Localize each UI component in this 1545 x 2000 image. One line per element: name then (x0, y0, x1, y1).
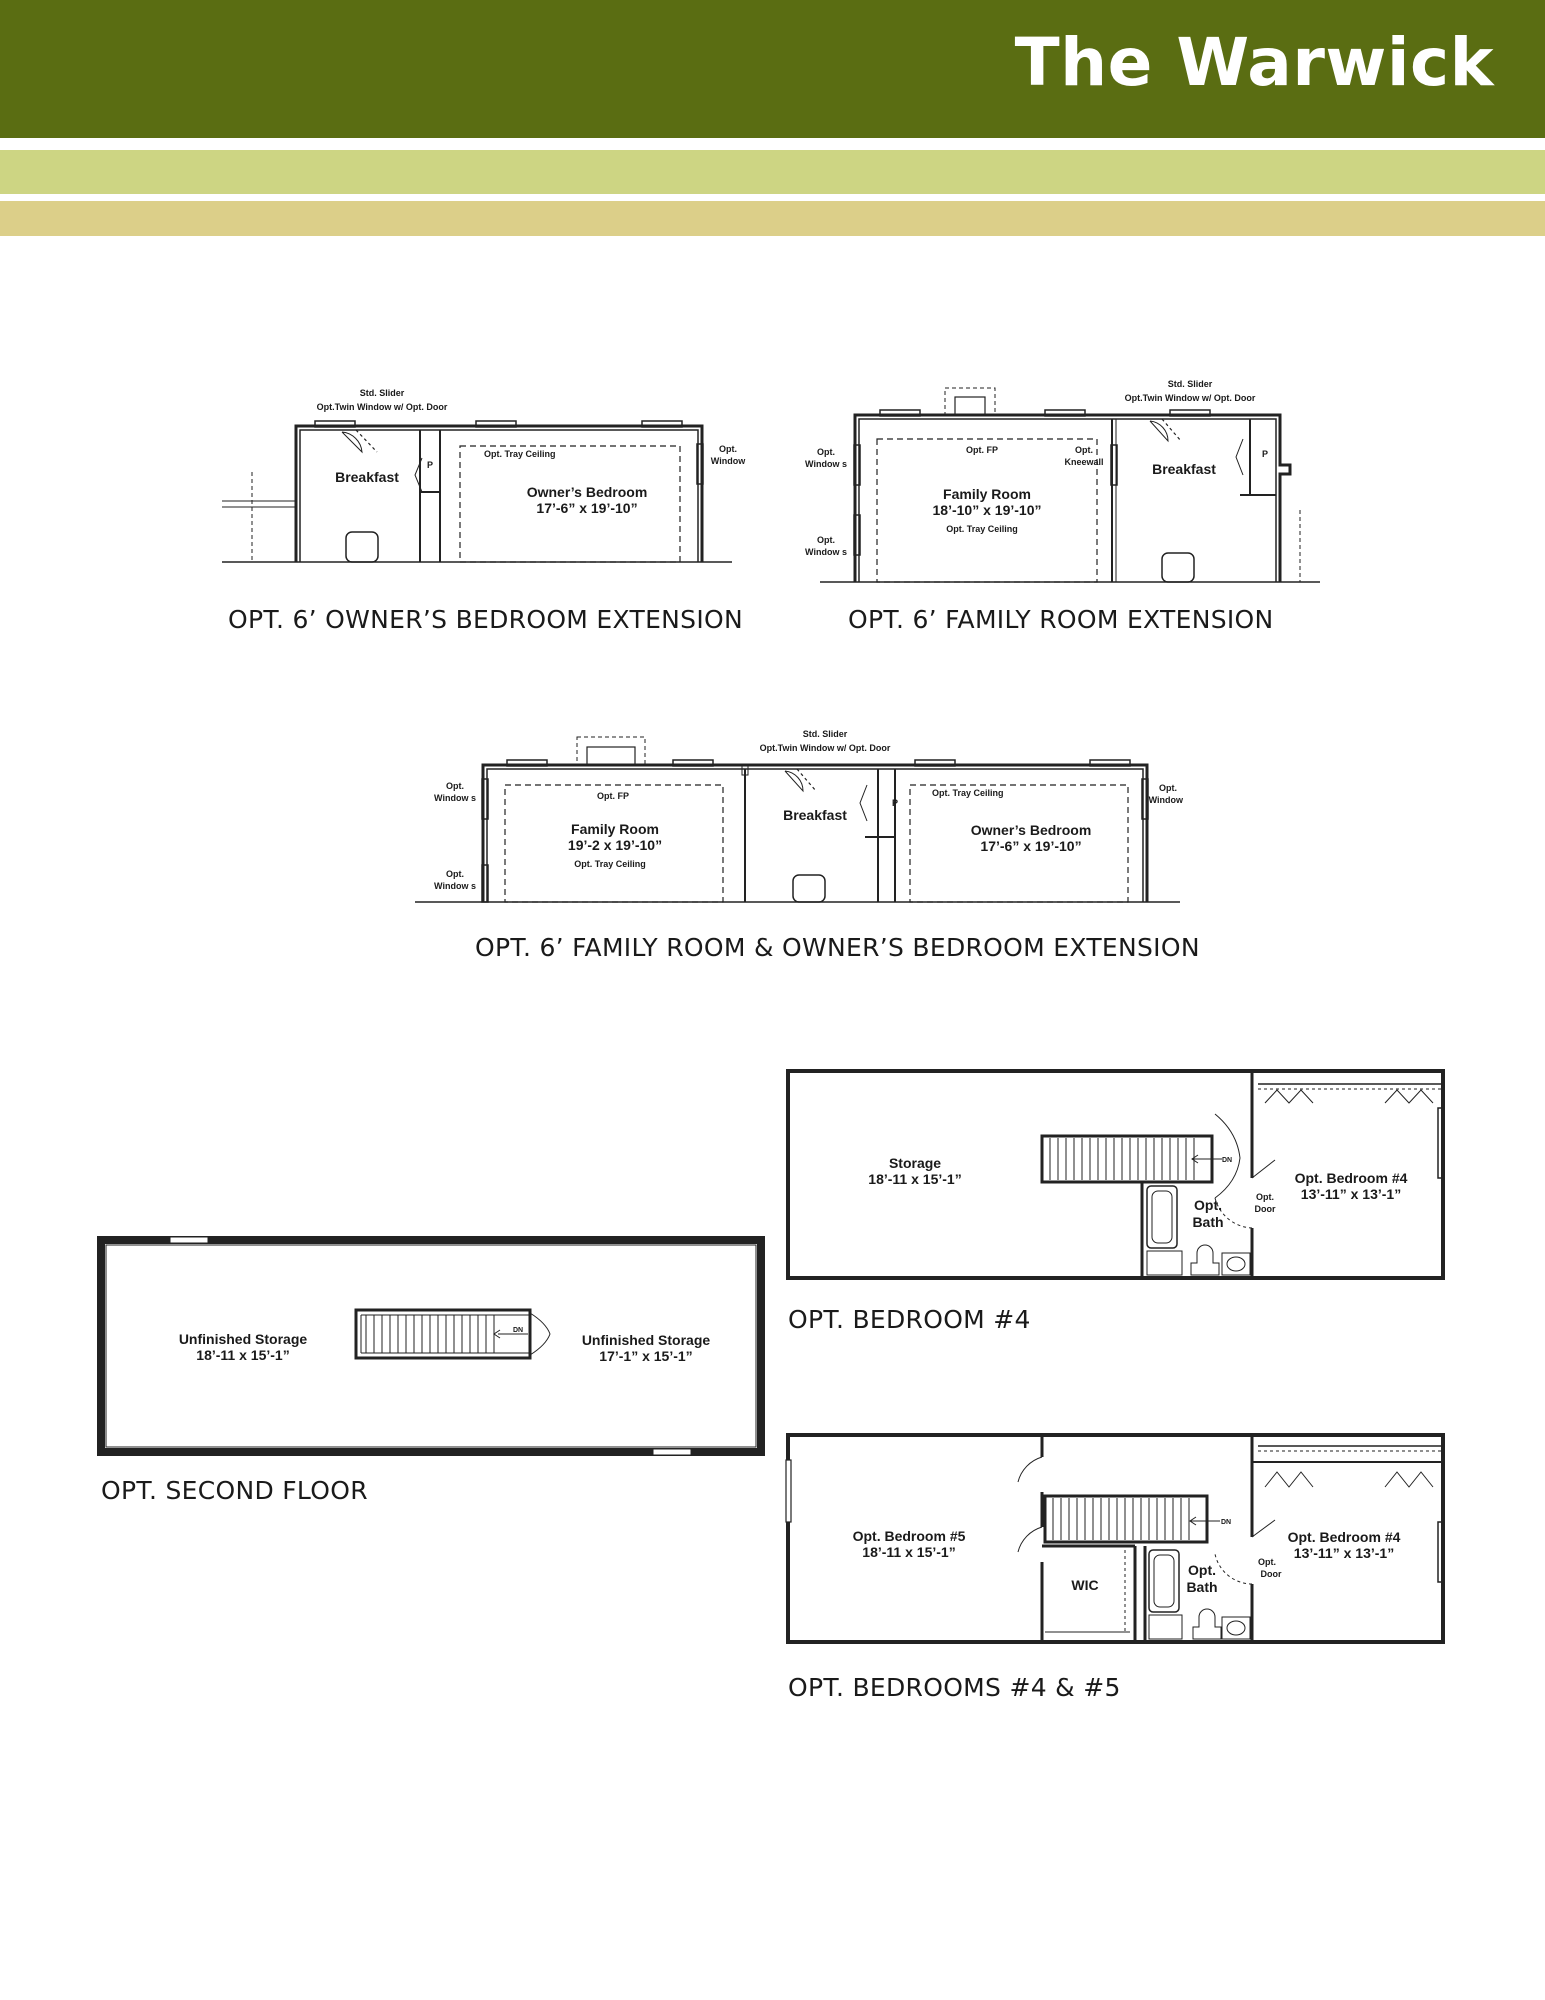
bedroom-4-dims: 13’-11” x 13’-1” (1301, 1186, 1401, 1202)
bedroom-5-dims: 18’-11 x 15’-1” (862, 1544, 955, 1560)
family-extension-caption: OPT. 6’ FAMILY ROOM EXTENSION (848, 605, 1274, 634)
bedrooms-4-and-5-plan: Opt. Bedroom #5 18’-11 x 15’-1” WIC DN O… (785, 1433, 1445, 1644)
opt-window-line-1: Opt. (1159, 783, 1177, 793)
bedroom-4-plan: Storage 18’-11 x 15’-1” DN Opt. Bath Opt… (786, 1069, 1445, 1280)
opt-windows-lower-line-1: Opt. (446, 869, 464, 879)
opt-windows-upper-line-1: Opt. (817, 447, 835, 457)
opt-door-line-1: Opt. (1256, 1192, 1274, 1202)
opt-kneewall-line-1: Opt. (1075, 445, 1093, 455)
opt-window-line-2: Window (711, 456, 746, 466)
bedroom-4-name: Opt. Bedroom #4 (1288, 1529, 1401, 1545)
opt-fireplace-label: Opt. FP (966, 445, 998, 455)
family-room-dims: 18’-10” x 19’-10” (933, 502, 1042, 518)
opt-windows-lower-line-2: Window s (805, 547, 847, 557)
slider-note-line-1: Std. Slider (360, 388, 405, 398)
stair-down-label: DN (1221, 1519, 1231, 1526)
opt-fireplace-label: Opt. FP (597, 791, 629, 801)
bedroom-5-name: Opt. Bedroom #5 (853, 1528, 966, 1544)
page-title: The Warwick (1014, 24, 1494, 101)
opt-bath-line-2: Bath (1192, 1214, 1223, 1230)
opt-door-line-2: Door (1255, 1204, 1276, 1214)
bedrooms-4-5-caption: OPT. BEDROOMS #4 & #5 (788, 1673, 1121, 1702)
unfinished-storage-right-name: Unfinished Storage (582, 1332, 711, 1348)
second-floor-caption: OPT. SECOND FLOOR (101, 1476, 368, 1505)
owners-bedroom-name: Owner’s Bedroom (971, 822, 1092, 838)
unfinished-storage-left-name: Unfinished Storage (179, 1331, 308, 1347)
opt-windows-upper-line-2: Window s (434, 793, 476, 803)
opt-bath-line-1: Opt. (1194, 1197, 1222, 1213)
slider-note-line-1: Std. Slider (1168, 379, 1213, 389)
slider-note-line-2: Opt.Twin Window w/ Opt. Door (317, 402, 448, 412)
family-tray-ceiling-label: Opt. Tray Ceiling (574, 859, 646, 869)
breakfast-label: Breakfast (783, 807, 847, 823)
opt-windows-lower-line-1: Opt. (817, 535, 835, 545)
bedroom-4-name: Opt. Bedroom #4 (1295, 1170, 1408, 1186)
tray-ceiling-label: Opt. Tray Ceiling (946, 524, 1018, 534)
pantry-label: P (892, 798, 898, 808)
opt-door-line-2: Door (1261, 1569, 1282, 1579)
stair-down-label: DN (1222, 1157, 1232, 1164)
family-room-name: Family Room (571, 821, 659, 837)
opt-window-line-2: Window (1149, 795, 1184, 805)
pantry-label: P (1262, 449, 1268, 459)
breakfast-label: Breakfast (335, 469, 399, 485)
combined-extension-caption: OPT. 6’ FAMILY ROOM & OWNER’S BEDROOM EX… (475, 933, 1200, 962)
walk-in-closet-label: WIC (1071, 1577, 1098, 1593)
slider-note-line-1: Std. Slider (803, 729, 848, 739)
header-band (0, 0, 1545, 138)
bedroom-4-dims: 13’-11” x 13’-1” (1294, 1545, 1394, 1561)
storage-name: Storage (889, 1155, 941, 1171)
storage-dims: 18’-11 x 15’-1” (868, 1171, 961, 1187)
opt-bath-line-2: Bath (1186, 1579, 1217, 1595)
unfinished-storage-right-dims: 17’-1” x 15’-1” (599, 1348, 692, 1364)
owners-bedroom-dims: 17’-6” x 19’-10” (980, 838, 1081, 854)
slider-note-line-2: Opt.Twin Window w/ Opt. Door (760, 743, 891, 753)
opt-window-line-1: Opt. (719, 444, 737, 454)
owners-bedroom-dims: 17’-6” x 19’-10” (536, 500, 637, 516)
opt-windows-upper-line-1: Opt. (446, 781, 464, 791)
tray-ceiling-label: Opt. Tray Ceiling (484, 449, 556, 459)
stair-down-label: DN (513, 1327, 523, 1334)
opt-bath-line-1: Opt. (1188, 1562, 1216, 1578)
opt-windows-upper-line-2: Window s (805, 459, 847, 469)
pantry-label: P (427, 460, 433, 470)
family-room-dims: 19’-2 x 19’-10” (568, 837, 662, 853)
breakfast-label: Breakfast (1152, 461, 1216, 477)
opt-windows-lower-line-2: Window s (434, 881, 476, 891)
family-room-extension-plan: Std. Slider Opt.Twin Window w/ Opt. Door… (805, 379, 1320, 583)
owner-tray-ceiling-label: Opt. Tray Ceiling (932, 788, 1004, 798)
owners-bedroom-extension-plan: Std. Slider Opt.Twin Window w/ Opt. Door… (222, 388, 746, 563)
family-and-owners-extension-plan: Std. Slider Opt.Twin Window w/ Opt. Door… (415, 729, 1184, 903)
header-stripe-green (0, 150, 1545, 194)
opt-door-line-1: Opt. (1258, 1557, 1276, 1567)
bedroom-4-caption: OPT. BEDROOM #4 (788, 1305, 1031, 1334)
owners-bedroom-name: Owner’s Bedroom (527, 484, 648, 500)
header-stripe-tan (0, 201, 1545, 236)
opt-kneewall-line-2: Kneewall (1064, 457, 1103, 467)
owners-extension-caption: OPT. 6’ OWNER’S BEDROOM EXTENSION (228, 605, 743, 634)
family-room-name: Family Room (943, 486, 1031, 502)
slider-note-line-2: Opt.Twin Window w/ Opt. Door (1125, 393, 1256, 403)
second-floor-plan: Unfinished Storage 18’-11 x 15’-1” Unfin… (97, 1236, 765, 1456)
unfinished-storage-left-dims: 18’-11 x 15’-1” (196, 1347, 289, 1363)
